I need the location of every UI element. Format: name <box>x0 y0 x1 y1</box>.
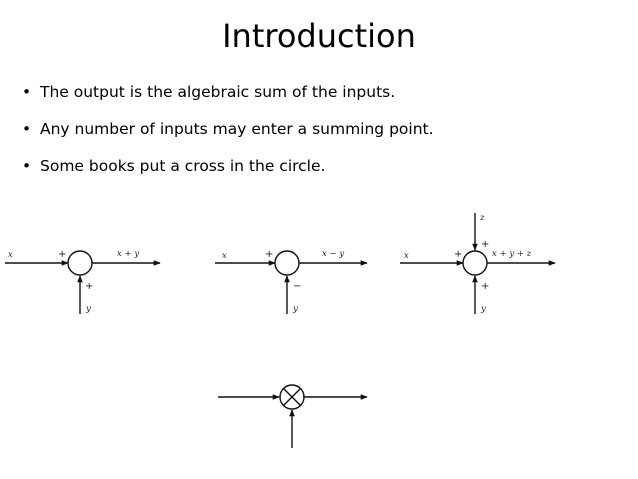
output-label: x + y + z <box>492 249 532 259</box>
output-label: x − y <box>322 249 344 259</box>
sign-left: + <box>265 249 273 260</box>
summing-point-diagram-three-inputs: z + x + + x + y + z y <box>400 213 556 314</box>
bullet-text: Some books put a cross in the circle. <box>40 157 326 175</box>
input-label-x: x <box>222 251 227 261</box>
sign-bottom: + <box>481 281 489 292</box>
summing-point-diagram-sum: x + + x + y y <box>5 249 161 314</box>
input-label-z: z <box>479 213 485 223</box>
bullet-item: • The output is the algebraic sum of the… <box>22 82 434 102</box>
bullet-dot: • <box>22 83 32 101</box>
bullet-item: • Some books put a cross in the circle. <box>22 156 434 176</box>
bullet-item: • Any number of inputs may enter a summi… <box>22 119 434 139</box>
sign-left: + <box>454 249 462 260</box>
bullet-dot: • <box>22 157 32 175</box>
sign-bottom: − <box>293 281 301 292</box>
bullet-text: The output is the algebraic sum of the i… <box>40 83 396 101</box>
bullet-dot: • <box>22 120 32 138</box>
input-label-y: y <box>480 304 486 314</box>
input-label-x: x <box>404 251 409 261</box>
bullet-text: Any number of inputs may enter a summing… <box>40 120 434 138</box>
sign-top: + <box>481 239 489 250</box>
summing-circle <box>462 250 488 276</box>
summing-point-diagram-difference: x + − x − y y <box>215 249 368 314</box>
input-label-y: y <box>85 304 91 314</box>
summing-circle <box>274 250 300 276</box>
bullet-list: • The output is the algebraic sum of the… <box>22 82 434 193</box>
sign-bottom: + <box>85 281 93 292</box>
input-label-x: x <box>8 250 13 260</box>
output-label: x + y <box>117 249 139 259</box>
summing-point-diagram-cross <box>218 384 368 448</box>
input-label-y: y <box>292 304 298 314</box>
slide-title: Introduction <box>222 17 416 55</box>
cross-stroke <box>283 388 301 406</box>
sign-left: + <box>58 249 66 260</box>
summing-circle <box>67 250 93 276</box>
